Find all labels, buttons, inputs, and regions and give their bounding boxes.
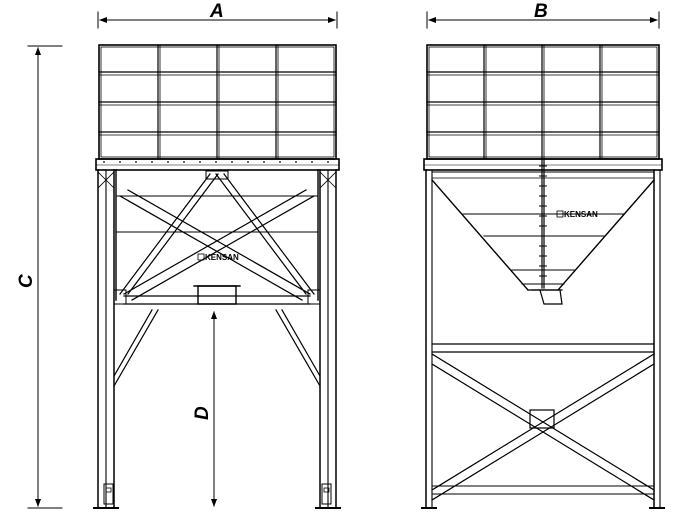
- front-hopper: [115, 169, 319, 305]
- front-brand-text: KENSAN: [205, 253, 239, 262]
- front-legs: [97, 169, 337, 509]
- side-lower-bracing: [431, 343, 655, 501]
- dimension-b-label: B: [534, 1, 548, 22]
- dimension-a-label: A: [209, 1, 224, 22]
- dimension-d: D: [192, 311, 217, 507]
- dimension-c: C: [16, 45, 63, 509]
- side-legs: [421, 169, 665, 509]
- dimension-c-label: C: [16, 274, 37, 288]
- front-brand-label: KENSAN: [197, 253, 239, 262]
- side-ring-beam: [423, 158, 663, 171]
- front-lower-braces: [113, 309, 321, 387]
- side-brand-label: KENSAN: [556, 210, 598, 219]
- dimension-b: B: [426, 1, 660, 29]
- side-upper-panel: [426, 44, 660, 160]
- front-hopper-bracing: [119, 170, 315, 301]
- front-upper-panel: [98, 44, 337, 160]
- dimension-d-label: D: [192, 406, 213, 420]
- front-view: KENSAN: [93, 44, 341, 509]
- side-hopper: [431, 171, 655, 305]
- side-center-seam: [539, 159, 547, 289]
- side-view: KENSAN: [421, 44, 665, 509]
- dimension-a: A: [97, 1, 338, 29]
- front-ring-beam: [95, 158, 340, 171]
- front-base-plates: [93, 483, 341, 509]
- side-brand-text: KENSAN: [564, 210, 598, 219]
